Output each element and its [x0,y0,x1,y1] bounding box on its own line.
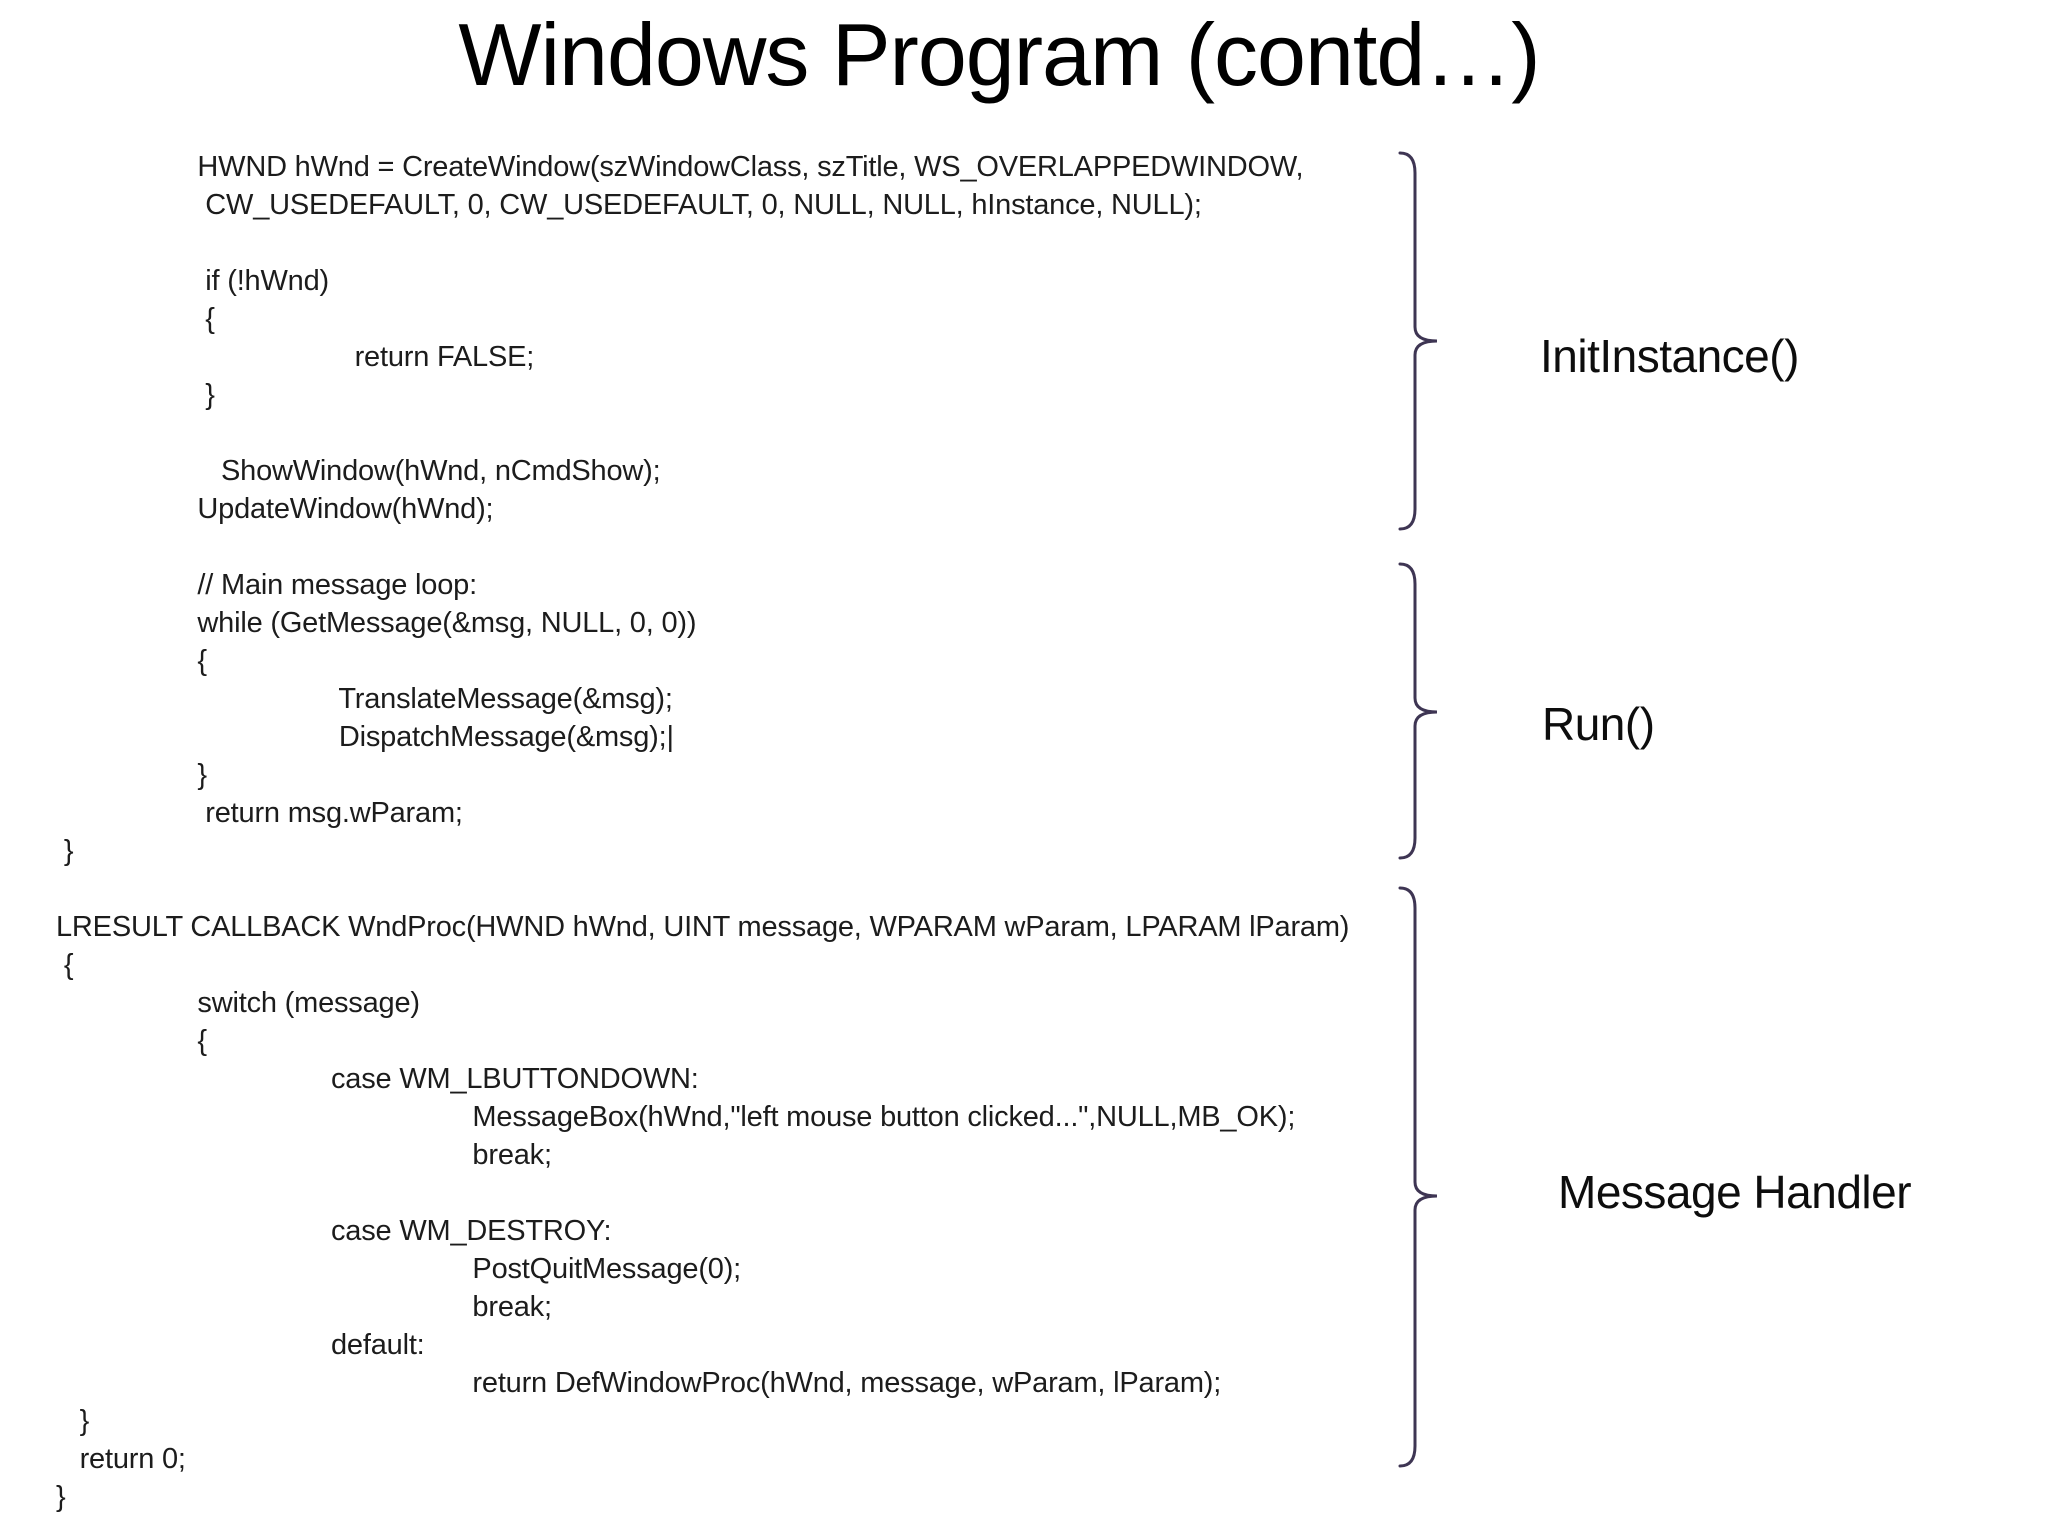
message-handler-brace-icon [1397,886,1441,1468]
annotation-init-instance: InitInstance() [1540,330,1799,382]
code-block: HWND hWnd = CreateWindow(szWindowClass, … [56,151,1350,1513]
annotation-run: Run() [1542,698,1655,750]
run-brace-icon [1397,562,1441,860]
slide-title: Windows Program (contd…) [458,5,1540,104]
annotation-message-handler: Message Handler [1558,1166,1912,1218]
init-instance-brace-icon [1397,151,1441,531]
